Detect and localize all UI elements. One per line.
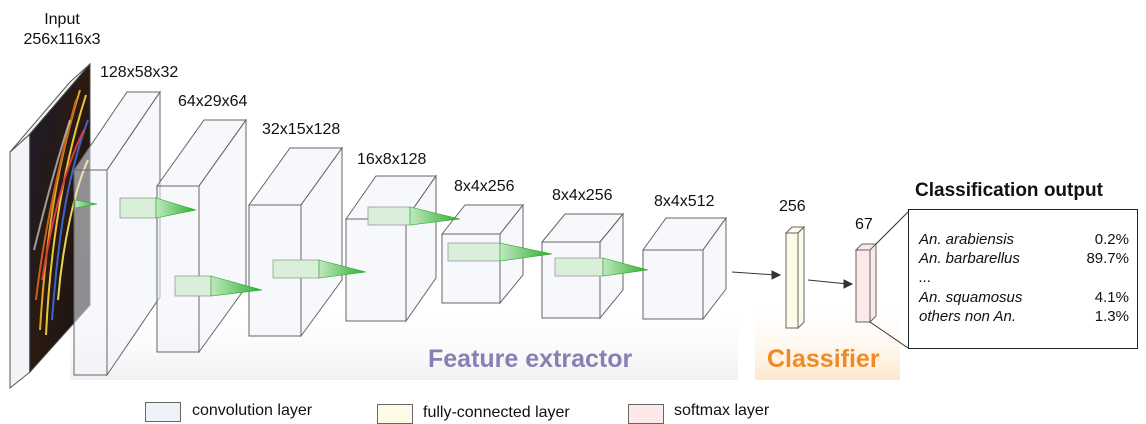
layer-1-dims: 128x58x32	[100, 64, 179, 81]
output-row: An. squamosus 4.1%	[919, 289, 1129, 306]
input-title: Input	[44, 11, 80, 28]
output-class-name: An. barbarellus	[919, 250, 1020, 267]
output-probability: 1.3%	[1094, 308, 1129, 325]
conv-box-5	[440, 203, 525, 305]
output-row: others non An. 1.3%	[919, 308, 1129, 325]
fc-layer-dims: 256	[779, 198, 806, 215]
softmax-layer-dims: 67	[855, 216, 873, 233]
output-class-name: others non An.	[919, 308, 1017, 325]
legend-label-softmax: softmax layer	[674, 402, 770, 419]
output-ellipsis: ...	[919, 269, 932, 286]
conv-kernels	[74, 197, 649, 297]
legend-swatch-fully-connected	[377, 404, 413, 424]
output-link-lines	[869, 211, 909, 349]
classification-output-title: Classification output	[915, 180, 1103, 201]
output-class-name: An. squamosus	[919, 289, 1023, 306]
legend-swatch-convolution	[145, 402, 181, 422]
classifier-title: Classifier	[767, 345, 880, 373]
output-probability: 4.1%	[1094, 289, 1129, 306]
output-row: ...	[919, 269, 1129, 286]
feature-extractor-title: Feature extractor	[428, 345, 633, 373]
output-row: An. arabiensis 0.2%	[919, 231, 1129, 248]
layer-3-dims: 32x15x128	[262, 121, 341, 138]
conv-box-6	[540, 212, 625, 320]
layer-4-dims: 16x8x128	[357, 151, 427, 168]
classification-output-box: An. arabiensis 0.2% An. barbarellus 89.7…	[908, 209, 1138, 349]
conv-box-7	[642, 216, 727, 321]
fc-layer	[784, 225, 806, 330]
legend-label-fully-connected: fully-connected layer	[423, 404, 570, 421]
layer-6-dims: 8x4x256	[552, 187, 613, 204]
conv-layers	[73, 90, 727, 377]
classifier-arrows	[731, 270, 854, 289]
softmax-layer	[854, 242, 878, 324]
legend-label-convolution: convolution layer	[192, 402, 313, 419]
output-row: An. barbarellus 89.7%	[919, 250, 1129, 267]
conv-box-4	[345, 174, 437, 323]
conv-box-3	[248, 146, 343, 338]
input-dims: 256x116x3	[23, 31, 101, 48]
output-class-name: An. arabiensis	[919, 231, 1015, 248]
input-label: Input 256x116x3	[22, 10, 102, 50]
layer-7-dims: 8x4x512	[654, 193, 715, 210]
output-probability: 0.2%	[1094, 231, 1129, 248]
output-probability: 89.7%	[1086, 250, 1129, 267]
legend-swatch-softmax	[628, 404, 664, 424]
layer-5-dims: 8x4x256	[454, 178, 515, 195]
layer-2-dims: 64x29x64	[178, 93, 248, 110]
